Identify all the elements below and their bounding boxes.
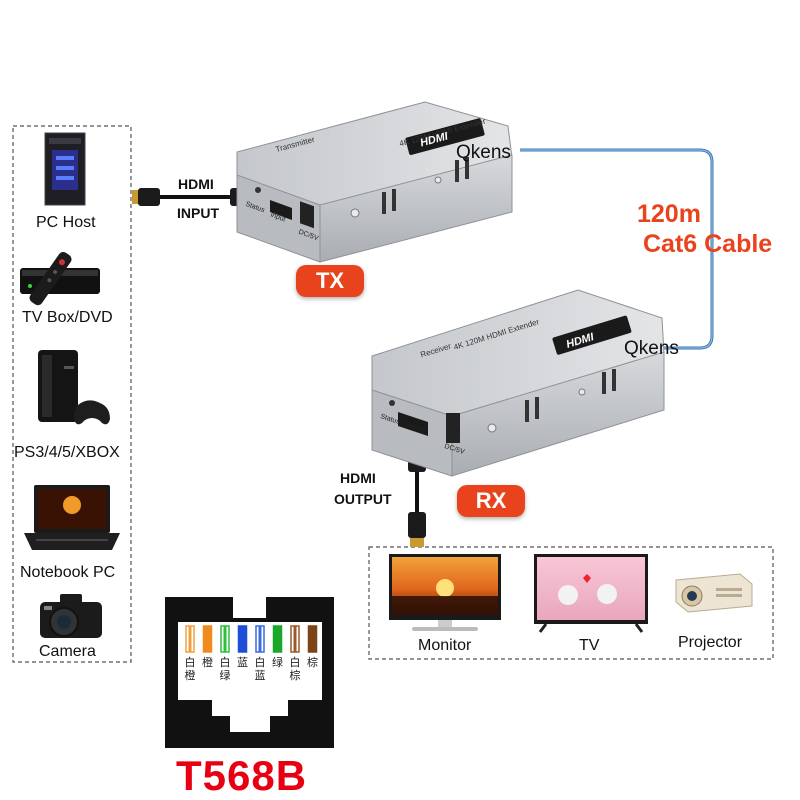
rj45-pin-label-6: 绿 [272, 656, 283, 669]
tv-box-icon [20, 251, 100, 306]
rx-brand-label: Qkens [624, 338, 679, 359]
rj45-pin-2 [202, 625, 213, 653]
laptop-icon [24, 485, 120, 550]
hdmi-output-label-line2: OUTPUT [334, 491, 392, 507]
tx-brand-label: Qkens [456, 142, 511, 163]
rj45-pin-8 [307, 625, 318, 653]
source-label-console: PS3/4/5/XBOX [14, 444, 120, 461]
rj45-pin-label-4: 蓝 [237, 656, 248, 669]
display-label-monitor: Monitor [418, 637, 472, 654]
rj45-pin-stripe-1 [188, 626, 192, 652]
hdmi-input-label-line2: INPUT [177, 205, 219, 221]
rj45-connector [165, 597, 334, 748]
rj45-pin-stripe-7 [293, 626, 297, 652]
game-console-icon [38, 350, 110, 425]
rj45-pin-label-8: 棕 [307, 656, 318, 669]
source-label-tv-box: TV Box/DVD [22, 309, 113, 326]
hdmi-input-label-line1: HDMI [178, 176, 214, 192]
display-panel-border [368, 546, 774, 660]
cat6-cable-highlight [520, 149, 713, 349]
rx-extender-device [371, 289, 665, 477]
rx-badge: RX [457, 485, 525, 517]
display-label-tv: TV [579, 637, 600, 654]
source-label-notebook: Notebook PC [20, 564, 116, 581]
rj45-pin-label-1: 白 橙 [184, 656, 196, 682]
tx-extender-device [236, 101, 513, 263]
rj45-pin-label-2: 橙 [202, 656, 213, 669]
rj45-pin-stripe-5 [258, 626, 262, 652]
projector-icon [675, 573, 753, 613]
cable-length-label: 120m [637, 200, 701, 228]
camera-icon [40, 594, 102, 638]
rj45-pin-4 [237, 625, 248, 653]
monitor-icon [389, 554, 501, 631]
rj45-pin-6 [272, 625, 283, 653]
tx-badge: TX [296, 265, 364, 297]
display-label-projector: Projector [678, 634, 743, 651]
cable-type-label: Cat6 Cable [643, 230, 773, 258]
rj45-pin-stripe-3 [223, 626, 227, 652]
tv-icon [534, 554, 648, 633]
rj45-pin-label-5: 白 蓝 [254, 656, 266, 682]
hdmi-output-label-line1: HDMI [340, 470, 376, 486]
rj45-pin-label-7: 白 棕 [289, 656, 301, 682]
source-label-pc-host: PC Host [36, 214, 96, 231]
pc-tower-icon [44, 132, 86, 206]
t568b-label: T568B [176, 752, 308, 799]
source-panel-border [12, 125, 132, 663]
source-label-camera: Camera [39, 643, 96, 660]
rj45-pin-label-3: 白 绿 [219, 656, 231, 682]
